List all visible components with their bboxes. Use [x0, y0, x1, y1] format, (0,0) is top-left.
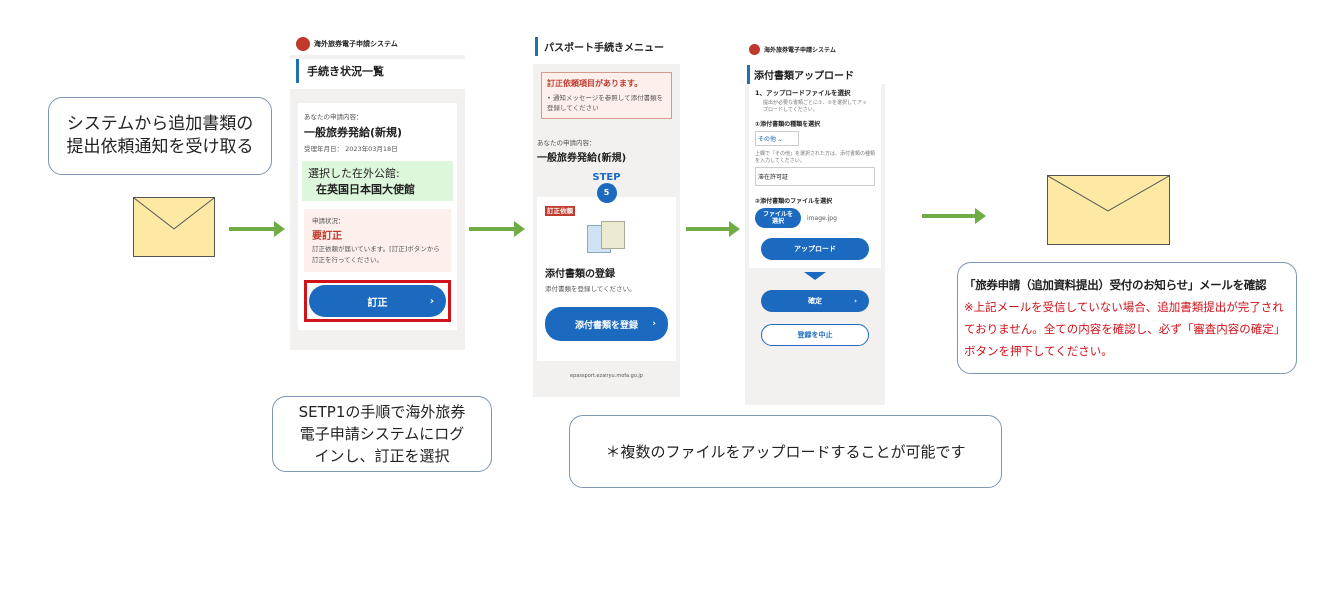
type-select-value: その他 — [758, 136, 777, 143]
chevron-right-icon: › — [429, 295, 434, 307]
confirm-title: 「旅券申請（追加資料提出）受付のお知らせ」メールを確認 — [964, 278, 1267, 292]
arrow-icon — [686, 221, 740, 237]
date: 受理年月日： 2023年03月18日 — [304, 145, 398, 153]
down-arrow-icon — [804, 272, 826, 280]
register-documents-label: 添付書類を登録 — [574, 320, 638, 331]
status-value: 要訂正 — [312, 231, 342, 242]
receive-line2: 提出依頼通知を受け取る — [66, 137, 254, 157]
passport-menu-screen: パスポート手続きメニュー 訂正依頼項目があります。 • 通知メッセージを参照して… — [533, 33, 680, 397]
login-line1: SETP1の手順で海外旅券 — [298, 403, 466, 421]
content-label: あなたの申請内容： — [537, 139, 596, 147]
system-name: 海外旅券電子申請システム — [314, 40, 398, 48]
type-select[interactable]: その他 ⌄ — [755, 131, 799, 146]
embassy-value: 在英国日本国大使館 — [316, 183, 415, 196]
cancel-button[interactable]: 登録を中止 — [761, 324, 869, 346]
arrow-icon — [469, 221, 525, 237]
receive-line1: システムから追加書類の — [66, 114, 254, 134]
envelope-icon — [1047, 175, 1170, 245]
status-label: 申請状況： — [312, 217, 345, 225]
type-label: ①添付書類の種類を選択 — [755, 121, 821, 128]
login-instruction-box: SETP1の手順で海外旅券 電子申請システムにログ インし、訂正を選択 — [272, 396, 492, 472]
content-label: あなたの申請内容： — [304, 113, 363, 121]
other-input[interactable]: 滞在許可証 — [755, 167, 875, 186]
confirm-button[interactable]: 確定 › — [761, 290, 869, 312]
choose-file-button[interactable]: ファイルを選択 — [755, 208, 801, 228]
envelope-icon — [133, 197, 215, 257]
correction-button[interactable]: 訂正 › — [309, 285, 446, 317]
page-title: 添付書類アップロード — [747, 65, 885, 84]
status-list-screen: 海外旅券電子申請システム 手続き状況一覧 あなたの申請内容： 一般旅券発給(新規… — [290, 33, 465, 350]
system-logo-icon — [296, 37, 310, 51]
system-name: 海外旅券電子申請システム — [764, 47, 836, 54]
login-line2: 電子申請システムにログ — [299, 425, 465, 443]
file-label: ②添付書類のファイルを選択 — [755, 198, 833, 205]
status-message: 訂正依頼が届いています。[訂正]ボタンから訂正を行ってください。 — [312, 245, 440, 264]
chevron-right-icon: › — [652, 319, 656, 329]
receive-notice-box: システムから追加書類の 提出依頼通知を受け取る — [48, 97, 272, 175]
content-value: 一般旅券発給(新規) — [304, 126, 403, 139]
multiple-files-text: ＊複数のファイルをアップロードすることが可能です — [605, 443, 966, 461]
url-bar: epassport.ezairyu.mofa.go.jp — [570, 373, 643, 379]
alert-message: • 通知メッセージを参照して添付書類を登録してください — [547, 94, 664, 112]
register-documents-button[interactable]: 添付書類を登録 › — [545, 307, 668, 341]
page-title: パスポート手続きメニュー — [535, 37, 680, 56]
section-message: 提出が必要な書類ごとに①、②を選択してアップロードしてください。 — [763, 100, 867, 113]
documents-icon — [586, 221, 627, 255]
upload-button[interactable]: アップロード — [761, 238, 869, 260]
embassy-label: 選択した在外公館: — [308, 167, 400, 180]
step-label: STEP — [592, 172, 621, 183]
page-title: 手続き状況一覧 — [296, 59, 465, 83]
confirm-warning: ※上記メールを受信していない場合、追加書類提出が完了されておりません。全ての内容… — [964, 300, 1286, 358]
login-line3: インし、訂正を選択 — [314, 447, 450, 465]
confirm-email-box: 「旅券申請（追加資料提出）受付のお知らせ」メールを確認 ※上記メールを受信してい… — [957, 262, 1297, 374]
card-message: 添付書類を登録してください。 — [545, 285, 636, 293]
other-message: 上欄で「その他」を選択された方は、添付書類の種類を入力してください。 — [755, 151, 876, 164]
alert-title: 訂正依頼項目があります。 — [547, 79, 643, 88]
upload-screen: 海外旅券電子申請システム 添付書類アップロード 1、アップロードファイルを選択 … — [745, 40, 885, 405]
multiple-files-note: ＊複数のファイルをアップロードすることが可能です — [569, 415, 1002, 488]
confirm-label: 確定 — [808, 297, 822, 305]
arrow-icon — [922, 208, 986, 224]
chevron-right-icon: › — [854, 297, 857, 305]
file-name: image.jpg — [807, 214, 837, 222]
card-title: 添付書類の登録 — [545, 269, 615, 280]
step-number: 5 — [596, 183, 617, 203]
correction-badge: 訂正依頼 — [545, 206, 575, 216]
correction-button-label: 訂正 — [367, 297, 388, 309]
arrow-icon — [229, 221, 285, 237]
content-value: 一般旅券発給(新規) — [537, 153, 627, 164]
section-title: 1、アップロードファイルを選択 — [755, 89, 851, 97]
system-logo-icon — [749, 44, 760, 55]
